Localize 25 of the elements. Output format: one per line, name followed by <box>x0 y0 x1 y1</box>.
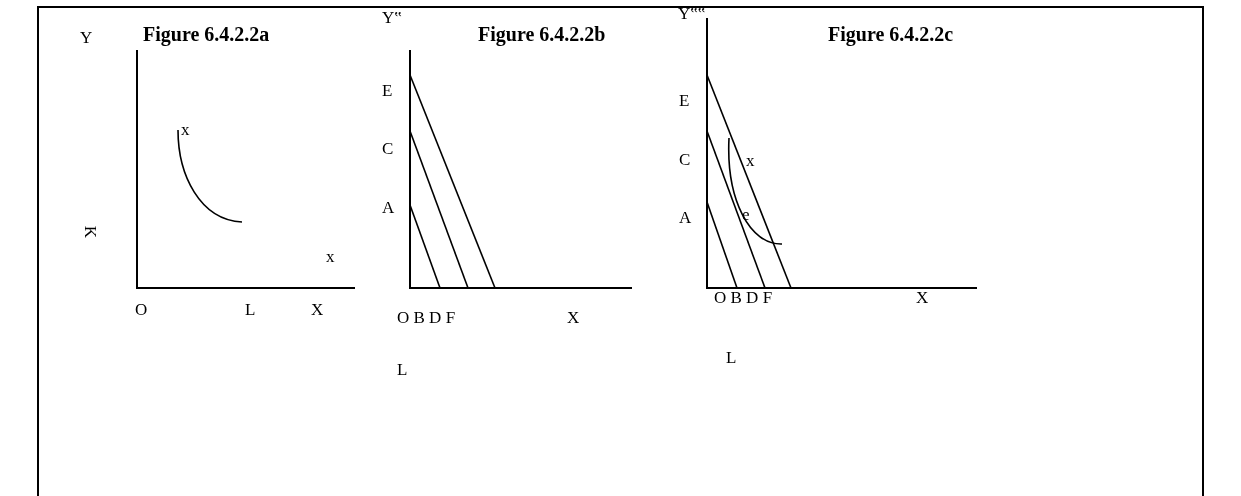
point-label: O B D F <box>714 288 773 308</box>
axis-label: L <box>726 348 737 368</box>
axis-label: O <box>135 300 148 320</box>
point-label: E <box>382 81 393 101</box>
curve-label: x <box>746 151 755 171</box>
point-label: A <box>679 208 692 228</box>
figure-title: Figure 6.4.2.2a <box>143 22 270 46</box>
axis-label: Y‟ <box>382 8 402 28</box>
point-label: C <box>679 150 691 170</box>
axis-label: X <box>311 300 324 320</box>
point-label: O B D F <box>397 308 456 328</box>
axis-label: X <box>916 288 929 308</box>
axis-label: K <box>80 225 101 239</box>
curve-label: x <box>326 247 335 267</box>
curve-label: x <box>181 120 190 140</box>
axis-label: Y <box>80 28 93 48</box>
figure-title: Figure 6.4.2.2b <box>478 22 606 46</box>
point-label: E <box>679 91 690 111</box>
axis-label: X <box>567 308 580 328</box>
point-label: A <box>382 198 395 218</box>
axis-label: L <box>397 360 408 380</box>
axis-label: L <box>245 300 256 320</box>
axis-label: Y‟‟ <box>678 4 706 24</box>
point-label: C <box>382 139 394 159</box>
figure-title: Figure 6.4.2.2c <box>828 22 954 46</box>
